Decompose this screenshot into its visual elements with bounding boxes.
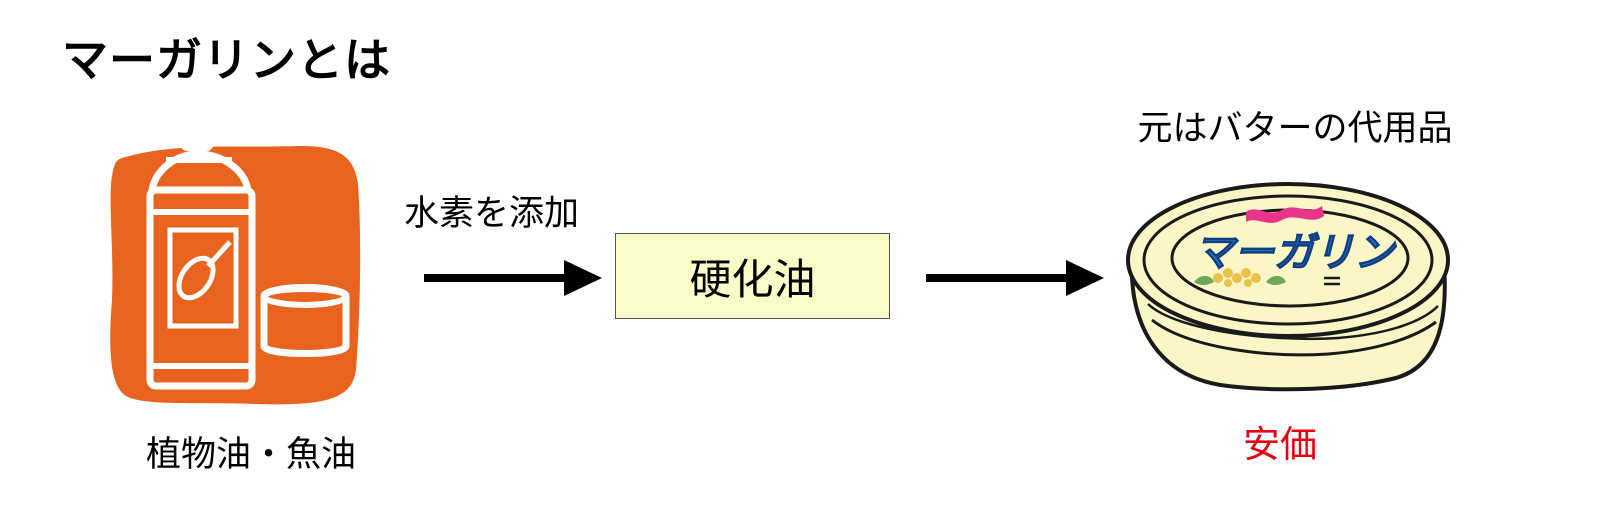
tub-brand-label: マーガリン [1194, 230, 1397, 276]
intermediate-label: 硬化油 [689, 254, 816, 304]
product-caption: 元はバターの代用品 [1137, 109, 1453, 149]
intermediate-box: 硬化油 [615, 233, 890, 319]
right-arrow-icon [424, 260, 602, 296]
right-arrow-icon [926, 260, 1104, 296]
oil-can-and-lid-icon [110, 123, 361, 405]
source-label: 植物油・魚油 [145, 435, 356, 475]
page-title: マーガリンとは [62, 33, 391, 87]
arrow-label: 水素を添加 [404, 194, 580, 234]
margarine-tub-icon: マーガリン [1126, 182, 1450, 392]
price-note: 安価 [1243, 423, 1317, 466]
